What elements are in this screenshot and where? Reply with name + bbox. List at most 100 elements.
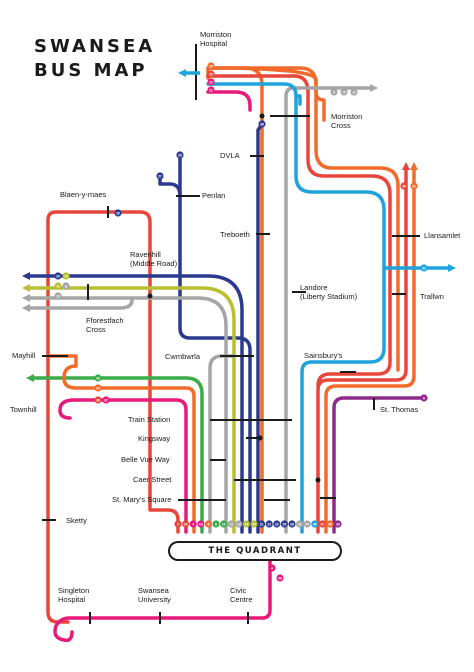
route-6-badge-label: 6 bbox=[207, 522, 209, 526]
west-route-10-badge bbox=[54, 292, 62, 300]
stop-sketty[interactable]: Sketty bbox=[66, 516, 87, 525]
stop-ravenhill[interactable]: Ravenhill (Middle Road) bbox=[130, 250, 178, 268]
dvla-route-38-badge bbox=[258, 120, 266, 128]
route-orange-morriston bbox=[206, 66, 400, 372]
mayhill-route-34-badge bbox=[94, 384, 102, 392]
stop-fforestfach-cross[interactable]: Fforestfach Cross bbox=[86, 316, 124, 334]
map-title-line1: SWANSEA bbox=[34, 36, 156, 57]
route-14-badge bbox=[242, 520, 250, 528]
the-quadrant-hub[interactable]: THE QUADRANT bbox=[168, 541, 342, 561]
cross-route-10-badge-label: 10 bbox=[342, 90, 346, 94]
penlan-route-28-badge bbox=[176, 151, 184, 159]
stop-cwmbwrla[interactable]: Cwmbwrla bbox=[165, 352, 201, 361]
stop-swansea-university[interactable]: Swansea University bbox=[138, 586, 171, 604]
stop-penlan[interactable]: Penlan bbox=[202, 191, 226, 200]
route-purple bbox=[332, 396, 426, 534]
stop-treboeth[interactable]: Treboeth bbox=[220, 230, 250, 239]
stop-mayhill[interactable]: Mayhill bbox=[12, 351, 36, 360]
route-21-badge bbox=[258, 520, 266, 528]
map-title-line2: BUS MAP bbox=[34, 60, 148, 81]
stop-civic-centre[interactable]: Civic Centre bbox=[230, 586, 253, 604]
townhill-route-37-badge-label: 37 bbox=[104, 398, 108, 402]
penlan-route-27-badge-label: 27 bbox=[158, 174, 162, 178]
stop-morriston-cross[interactable]: Morriston Cross bbox=[331, 112, 363, 130]
west-route-14-badge-label: 14 bbox=[64, 274, 68, 278]
stop-belle-vue-way[interactable]: Belle Vue Way bbox=[121, 455, 170, 464]
route-36-badge-label: 36 bbox=[313, 522, 317, 526]
west-route-11-badge-label: 11 bbox=[64, 284, 68, 288]
stop-sainsburys[interactable]: Sainsbury's bbox=[304, 351, 343, 360]
trallwn-route-32-badge bbox=[420, 264, 428, 272]
arrow-west-olive bbox=[22, 284, 30, 292]
route-pink bbox=[206, 90, 252, 112]
morriston-route-25-badge bbox=[207, 62, 215, 70]
route-34-badge bbox=[303, 520, 311, 528]
townhill-route-37-badge bbox=[102, 396, 110, 404]
arrow-west-grey2 bbox=[22, 304, 30, 312]
route-34-badge-label: 34 bbox=[305, 522, 309, 526]
route-grey bbox=[28, 296, 228, 534]
route-33-badge-label: 33 bbox=[298, 522, 302, 526]
route-4-badge-label: 4 bbox=[192, 522, 194, 526]
arrow-west-green bbox=[26, 374, 34, 382]
stop-blaen-y-maes[interactable]: Blaen-y-maes bbox=[60, 190, 107, 199]
stop-trallwn[interactable]: Trallwn bbox=[420, 292, 444, 301]
route-21-badge-label: 21 bbox=[260, 522, 264, 526]
morriston-route-22-badge-label: 22 bbox=[209, 80, 213, 84]
arrow-west-grey bbox=[22, 294, 30, 302]
route-navy-penlan bbox=[158, 176, 182, 198]
cross-route-12-badge bbox=[350, 88, 358, 96]
mayhill-route-34-badge-label: 34 bbox=[96, 386, 100, 390]
route-orange-east bbox=[324, 168, 416, 534]
stop-landore[interactable]: Landore (Liberty Stadium) bbox=[300, 283, 358, 301]
route-22-badge-label: 22 bbox=[267, 522, 271, 526]
west-route-20-badge-label: 20 bbox=[56, 274, 60, 278]
llansamlet-route-30-badge bbox=[400, 182, 408, 190]
stop-singleton-hospital[interactable]: Singleton Hospital bbox=[58, 586, 90, 604]
route-22-badge bbox=[265, 520, 273, 528]
route-navy bbox=[178, 154, 252, 534]
arrow-north-red bbox=[402, 162, 410, 170]
townhill-route-36-badge bbox=[94, 396, 102, 404]
route-25-badge-label: 25 bbox=[283, 522, 287, 526]
west-route-12-badge-label: 12 bbox=[56, 284, 60, 288]
route-37-badge bbox=[318, 520, 326, 528]
penlan-route-27-badge bbox=[156, 172, 164, 180]
west-route-10-badge-label: 10 bbox=[56, 294, 60, 298]
stop-train-station[interactable]: Train Station bbox=[128, 415, 171, 424]
route-25-badge bbox=[280, 520, 288, 528]
route-grey-cwmbwrla bbox=[208, 354, 236, 534]
trallwn-route-32-badge-label: 32 bbox=[422, 266, 426, 270]
west-route-12-badge bbox=[54, 282, 62, 290]
route-green bbox=[32, 376, 204, 534]
stop-llansamlet[interactable]: Llansamlet bbox=[424, 231, 461, 240]
stop-dvla[interactable]: DVLA bbox=[220, 151, 240, 160]
mayhill-route-33-badge bbox=[94, 374, 102, 382]
llansamlet-route-31-badge-label: 31 bbox=[412, 184, 416, 188]
cross-route-8-badge-label: 8 bbox=[333, 90, 335, 94]
route-38-badge bbox=[326, 520, 334, 528]
llansamlet-route-30-badge-label: 30 bbox=[402, 184, 406, 188]
blaen-y-maes-route-20-badge-label: 20 bbox=[116, 211, 120, 215]
west-route-14-badge bbox=[62, 272, 70, 280]
stop-townhill[interactable]: Townhill bbox=[10, 405, 37, 414]
stop-caer-street[interactable]: Caer Street bbox=[133, 475, 172, 484]
route-12-badge bbox=[235, 520, 243, 528]
route-33-badge bbox=[296, 520, 304, 528]
civic-route-4a-badge bbox=[276, 574, 284, 582]
stop-morriston-hospital[interactable]: Morriston Hospital bbox=[200, 30, 232, 48]
stop-st-thomas[interactable]: St. Thomas bbox=[380, 405, 419, 414]
stop-kingsway[interactable]: Kingsway bbox=[138, 434, 171, 443]
llansamlet-route-31-badge bbox=[410, 182, 418, 190]
cross-route-10-badge bbox=[340, 88, 348, 96]
stop-st-marys-square[interactable]: St. Mary's Square bbox=[112, 495, 172, 504]
route-4A-badge bbox=[197, 520, 205, 528]
morriston-route-21-badge bbox=[207, 86, 215, 94]
route-pink-south bbox=[53, 558, 272, 643]
route-11-badge bbox=[227, 520, 235, 528]
st-thomas-route-6-badge-label: 6 bbox=[423, 396, 425, 400]
mayhill-route-33-badge-label: 33 bbox=[96, 376, 100, 380]
route-2-badge-label: 2 bbox=[177, 522, 179, 526]
morriston-route-25-badge-label: 25 bbox=[209, 64, 213, 68]
civic-route-4a-badge-label: 4A bbox=[278, 576, 283, 580]
